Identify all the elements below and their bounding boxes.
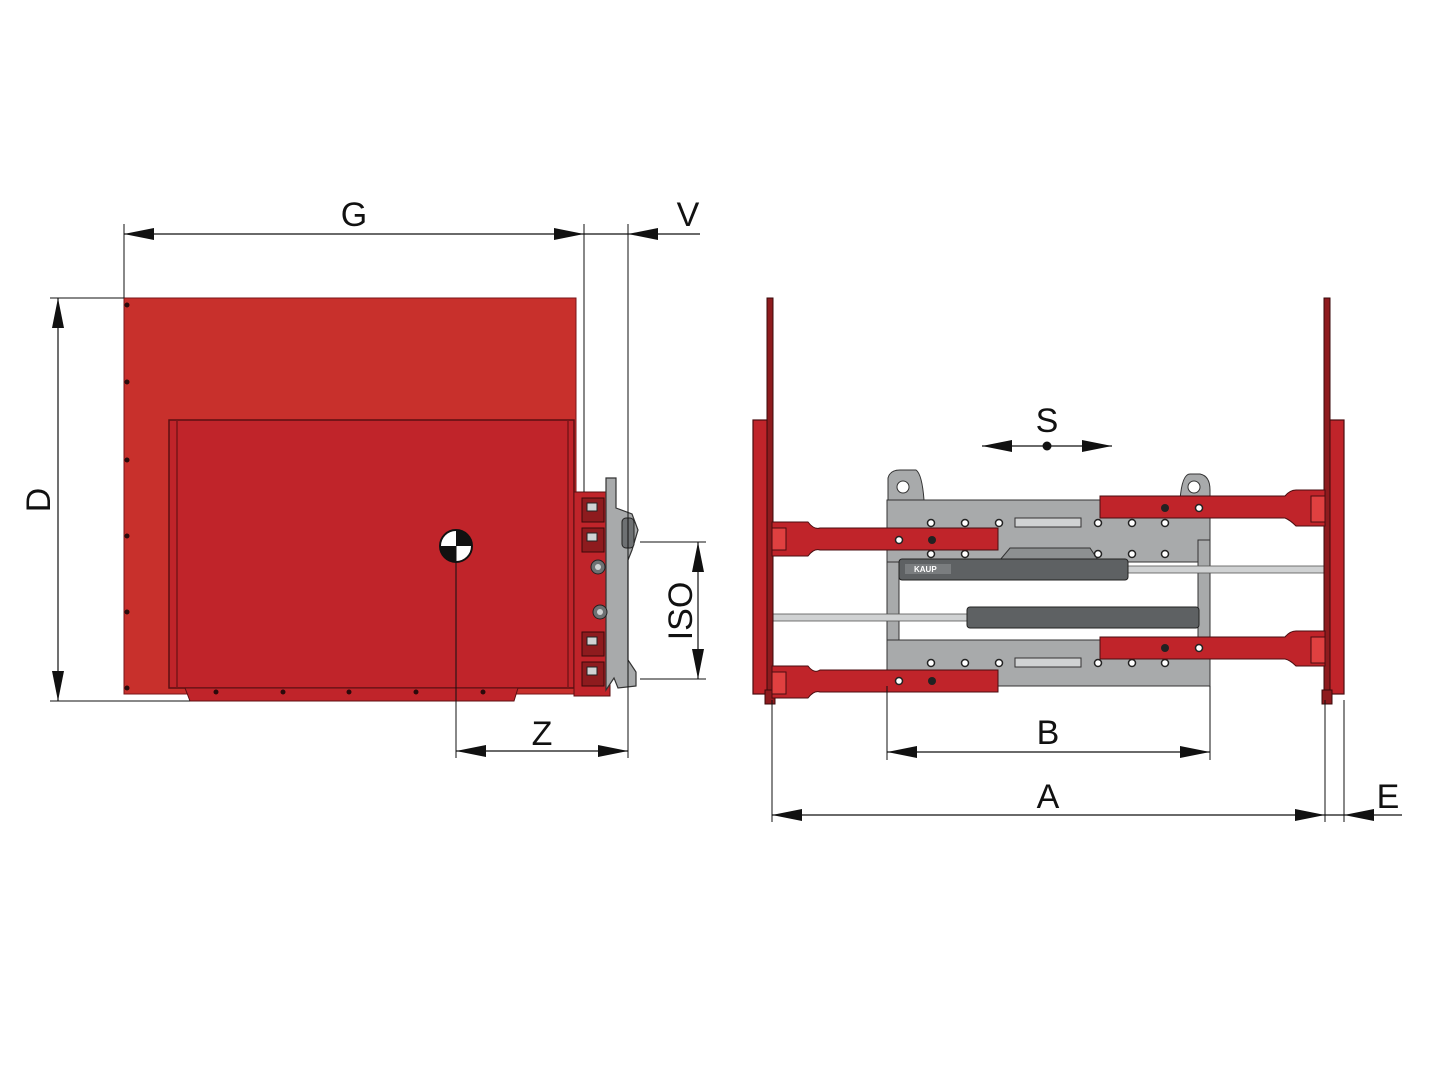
- left-arm-lower: [771, 665, 999, 699]
- front-view: KAUP: [752, 297, 1402, 822]
- dimension-z: Z: [455, 546, 628, 758]
- dimension-label-a: A: [1037, 778, 1060, 816]
- dimension-label-v: V: [677, 196, 700, 234]
- dimension-label-g: G: [341, 196, 367, 234]
- dimension-e: E: [1325, 700, 1402, 822]
- bottom-foot: [184, 687, 519, 702]
- center-of-gravity-icon: [439, 529, 473, 563]
- dimension-a: A: [771, 700, 1326, 822]
- dimension-s: S: [982, 402, 1112, 452]
- dimension-label-d: D: [20, 488, 58, 513]
- dimension-b: B: [886, 686, 1211, 760]
- frame-bolts: [926, 518, 1170, 668]
- dimension-label-e: E: [1377, 778, 1400, 816]
- rivets-bottom: [213, 689, 486, 695]
- dimension-d: D: [20, 297, 190, 702]
- dimension-label-iso: ISO: [662, 582, 700, 641]
- front-pad-plate: [168, 419, 575, 689]
- dimension-label-z: Z: [532, 715, 553, 753]
- dimension-label-b: B: [1037, 714, 1060, 752]
- right-arm-lower: [1099, 630, 1326, 667]
- side-view: G V D ISO Z: [20, 196, 706, 758]
- hydraulic-cylinder-upper: KAUP: [898, 558, 1326, 581]
- rivets-left: [124, 302, 130, 691]
- left-clamp-pad: [752, 297, 776, 705]
- mount-bracket: [605, 477, 639, 692]
- hydraulic-cylinder-lower: [771, 606, 1200, 629]
- dimension-iso: ISO: [640, 541, 706, 680]
- dimension-label-s: S: [1036, 402, 1059, 440]
- left-arm-upper: [771, 521, 999, 557]
- kaup-logo: KAUP: [914, 565, 937, 574]
- right-clamp-pad: [1321, 297, 1345, 705]
- dimension-v: V: [584, 196, 700, 758]
- dimension-g: G: [123, 196, 585, 492]
- right-arm-upper: [1099, 489, 1326, 527]
